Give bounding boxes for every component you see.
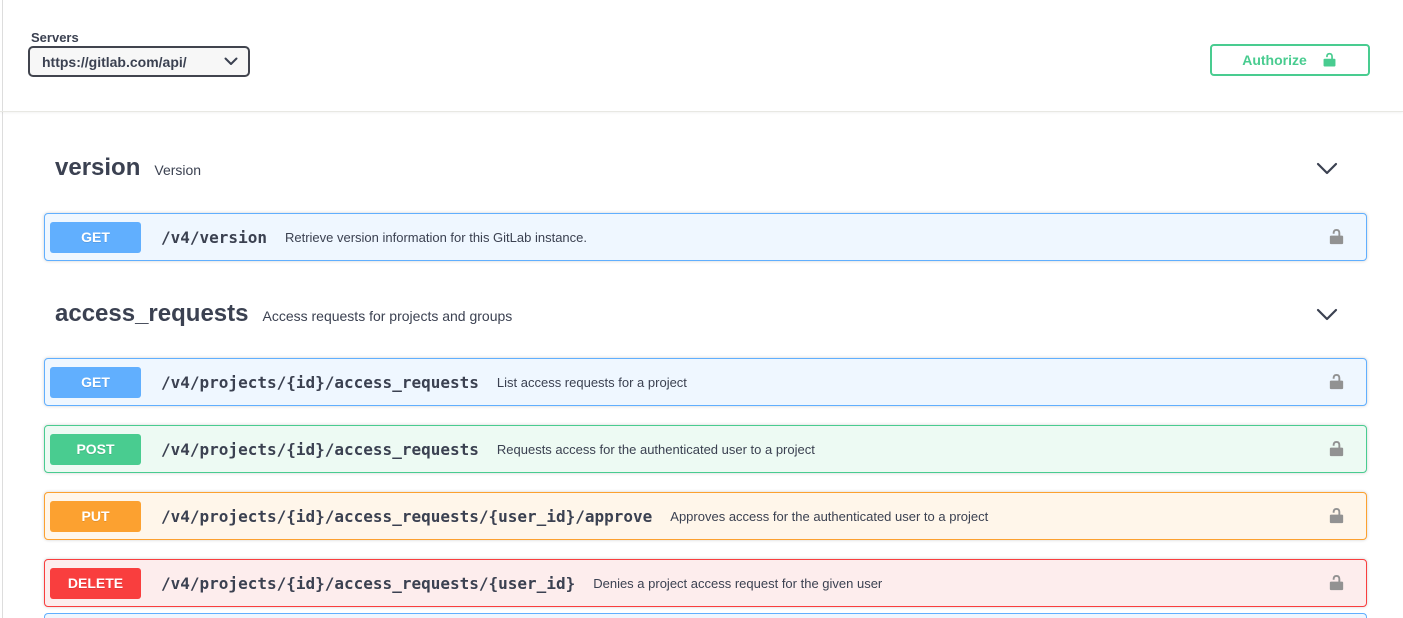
- unlock-icon: [1329, 373, 1344, 389]
- operation-row[interactable]: PUT /v4/projects/{id}/access_requests/{u…: [44, 492, 1367, 540]
- endpoint-summary: Approves access for the authenticated us…: [670, 508, 989, 524]
- operation-row[interactable]: POST /v4/projects/{id}/access_requests R…: [44, 425, 1367, 473]
- server-scheme-bar: Servers https://gitlab.com/api/ Authoriz…: [0, 0, 1403, 112]
- endpoint-path[interactable]: /v4/version: [161, 227, 267, 247]
- server-select-dropdown[interactable]: https://gitlab.com/api/: [28, 46, 250, 77]
- section-description: Version: [154, 162, 202, 178]
- section-header-version[interactable]: version Version: [44, 154, 1367, 182]
- lock-button[interactable]: [1327, 373, 1346, 392]
- chevron-down-icon: [224, 57, 238, 65]
- operation-row[interactable]: GET /v4/version Retrieve version informa…: [44, 213, 1367, 261]
- authorize-button[interactable]: Authorize: [1210, 44, 1370, 76]
- lock-button[interactable]: [1327, 574, 1346, 593]
- servers-label: Servers: [31, 30, 79, 45]
- method-badge[interactable]: POST: [50, 433, 141, 465]
- viewport-left-edge: [2, 0, 3, 618]
- endpoint-summary: Denies a project access request for the …: [593, 575, 883, 591]
- method-badge[interactable]: GET: [50, 366, 141, 398]
- api-operations-list: version Version GET /v4/version Retrieve…: [0, 154, 1403, 618]
- operation-row[interactable]: DELETE /v4/projects/{id}/access_requests…: [44, 559, 1367, 607]
- section-description: Access requests for projects and groups: [262, 308, 513, 324]
- chevron-down-icon[interactable]: [1316, 162, 1338, 175]
- section-title: access_requests: [55, 300, 249, 327]
- lock-button[interactable]: [1327, 228, 1346, 247]
- endpoint-path[interactable]: /v4/projects/{id}/access_requests/{user_…: [161, 506, 653, 526]
- unlock-icon: [1329, 440, 1344, 456]
- endpoint-summary: Requests access for the authenticated us…: [496, 441, 815, 457]
- lock-button[interactable]: [1327, 507, 1346, 526]
- unlock-icon: [1329, 228, 1344, 244]
- endpoint-summary: List access requests for a project: [496, 374, 687, 390]
- section-header-access-requests[interactable]: access_requests Access requests for proj…: [44, 300, 1367, 328]
- unlock-icon: [1329, 507, 1344, 523]
- unlock-icon: [1323, 52, 1336, 66]
- authorize-label: Authorize: [1242, 52, 1307, 68]
- chevron-down-icon[interactable]: [1316, 308, 1338, 321]
- section-title: version: [55, 154, 141, 181]
- endpoint-path[interactable]: /v4/projects/{id}/access_requests/{user_…: [161, 573, 576, 593]
- method-badge[interactable]: DELETE: [50, 567, 141, 599]
- method-badge[interactable]: GET: [50, 221, 141, 253]
- method-badge[interactable]: PUT: [50, 500, 141, 532]
- endpoint-summary: Retrieve version information for this Gi…: [284, 229, 587, 245]
- lock-button[interactable]: [1327, 440, 1346, 459]
- server-select-value: https://gitlab.com/api/: [42, 53, 187, 70]
- operation-row[interactable]: GET /v4/projects/{id}/access_requests Li…: [44, 358, 1367, 406]
- operation-row-clipped[interactable]: [44, 613, 1367, 618]
- endpoint-path[interactable]: /v4/projects/{id}/access_requests: [161, 372, 479, 392]
- endpoint-path[interactable]: /v4/projects/{id}/access_requests: [161, 439, 479, 459]
- unlock-icon: [1329, 574, 1344, 590]
